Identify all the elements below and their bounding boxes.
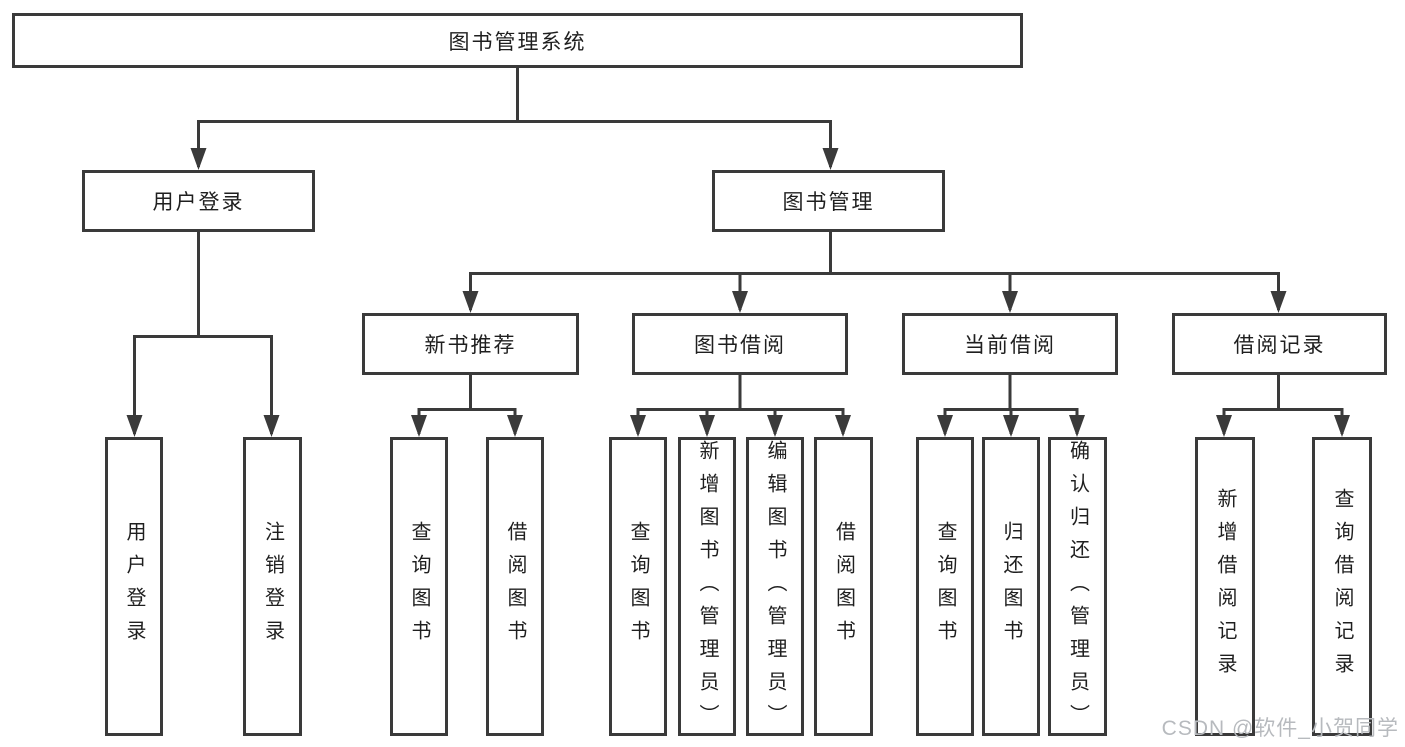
node-new-book-recommend: 新书推荐 [362,313,579,375]
leaf-recommend-borrow-books: 借阅图书 [486,437,544,736]
node-borrowing-records: 借阅记录 [1172,313,1387,375]
node-book-borrowing: 图书借阅 [632,313,848,375]
node-current-borrowing: 当前借阅 [902,313,1118,375]
arrowheads [126,148,1350,437]
leaf-user-login: 用户登录 [105,437,163,736]
leaf-logout: 注销登录 [243,437,302,736]
leaf-records-add-record: 新增借阅记录 [1195,437,1255,736]
leaf-borrowing-borrow-books: 借阅图书 [814,437,873,736]
leaf-current-query-books: 查询图书 [916,437,974,736]
leaf-borrowing-query-books: 查询图书 [609,437,667,736]
leaf-records-query-record: 查询借阅记录 [1312,437,1372,736]
tree-edges [133,68,1344,434]
node-root-system: 图书管理系统 [12,13,1023,68]
csdn-watermark: CSDN @软件_小贺同学 [1161,717,1399,740]
node-user-login: 用户登录 [82,170,315,232]
leaf-current-return-books: 归还图书 [982,437,1040,736]
node-book-management: 图书管理 [712,170,945,232]
leaf-current-confirm-return-admin: 确认归还（管理员） [1048,437,1107,737]
leaf-borrowing-add-books-admin: 新增图书（管理员） [678,437,736,737]
leaf-borrowing-edit-books-admin: 编辑图书（管理员） [746,437,804,737]
leaf-recommend-query-books: 查询图书 [390,437,448,736]
